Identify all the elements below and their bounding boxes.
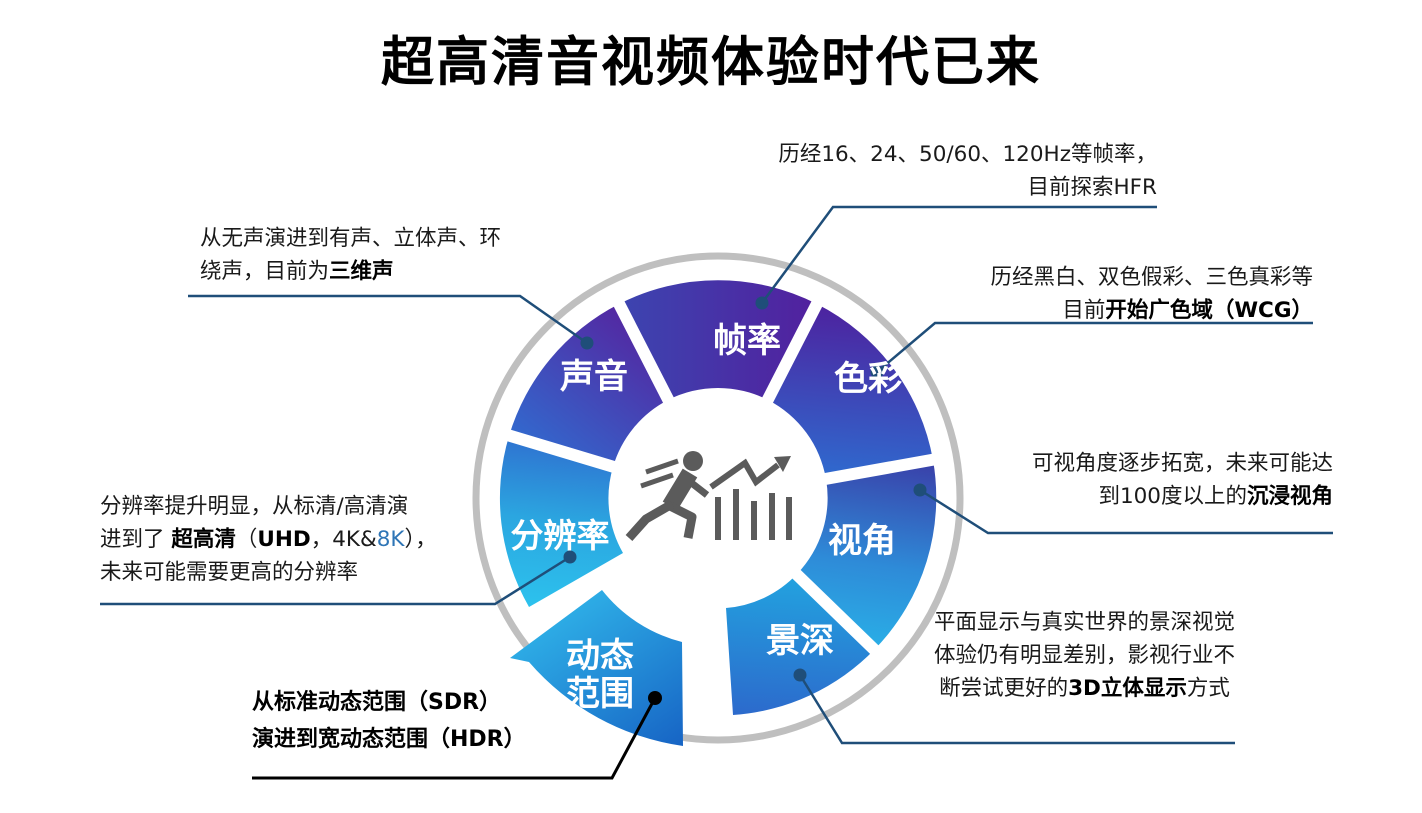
segment-gaps: [492, 287, 950, 666]
runner-front-leg: [667, 501, 697, 539]
bar: [715, 497, 721, 540]
segment-label-sound: 声音: [560, 357, 628, 397]
segment-dynamic-range: [510, 590, 683, 746]
annotation-sound-line2: 绕声，目前为三维声: [200, 255, 501, 288]
segment-depth: [726, 574, 875, 715]
annotation-resolution-line2: 进到了 超高清（UHD，4K&8K），: [100, 523, 437, 556]
runner-torso: [662, 468, 698, 511]
gap-line: [756, 287, 830, 414]
text-part: ），: [404, 527, 437, 552]
annotation-framerate-line2: 目前探索HFR: [1027, 175, 1157, 200]
text-part-bold: 沉浸视角: [1246, 484, 1333, 509]
text-part: 方式: [1186, 676, 1230, 701]
rising-arrow-icon: [709, 458, 780, 490]
annotation-dynamic-range-line1: 从标准动态范围（SDR）: [252, 690, 502, 715]
annotation-depth: 平面显示与真实世界的景深视觉 体验仍有明显差别，影视行业不 断尝试更好的3D立体…: [934, 606, 1235, 705]
annotation-color-line2: 目前开始广色域（WCG）: [990, 294, 1313, 327]
leader-dot-dynamic-range: [648, 691, 662, 705]
annotation-sound-line1: 从无声演进到有声、立体声、环: [200, 226, 502, 251]
bar-chart-icon: [715, 489, 792, 540]
text-part: 到100度以上的: [1098, 484, 1247, 509]
segment-label-framerate: 帧率: [713, 321, 781, 361]
leader-line-dynamic-range: [252, 697, 657, 780]
gap-line: [783, 561, 891, 666]
text-part: 进到了: [100, 527, 172, 552]
leader-line-sound: [188, 294, 588, 345]
gap-line: [606, 287, 680, 414]
runner-head: [683, 451, 703, 471]
segment-label-viewangle: 视角: [828, 521, 896, 561]
runner-arm: [686, 478, 710, 498]
segment-framerate: [619, 280, 817, 400]
annotation-resolution-line1: 分辨率提升明显，从标清/高清演: [100, 494, 409, 519]
leader-line-depth: [798, 674, 1235, 745]
text-part-bold: 超高清: [171, 527, 236, 552]
annotation-depth-line3: 断尝试更好的3D立体显示方式: [934, 672, 1235, 705]
text-part: ，4K&: [310, 527, 377, 552]
speed-line: [645, 458, 679, 475]
annotation-framerate: 历经16、24、50/60、120Hz等帧率， 目前探索HFR: [778, 138, 1157, 204]
segment-label-dynamic-range-line1: 动态: [566, 636, 634, 676]
leader-dot-depth: [793, 668, 807, 682]
leader-line-framerate: [760, 205, 1157, 304]
annotation-color-line1: 历经黑白、双色假彩、三色真彩等: [990, 265, 1313, 290]
annotation-resolution-line3: 未来可能需要更高的分辨率: [100, 560, 359, 585]
speed-line: [640, 472, 674, 489]
text-part: 目前: [1062, 298, 1106, 323]
annotation-depth-line1: 平面显示与真实世界的景深视觉: [933, 610, 1235, 635]
text-part: 断尝试更好的: [939, 676, 1069, 701]
annotation-viewangle-line2: 到100度以上的沉浸视角: [1032, 480, 1333, 513]
bar: [751, 501, 757, 540]
outer-ring: [472, 252, 964, 744]
text-part-bold: 开始广色域（WCG）: [1105, 298, 1313, 323]
leader-lines: [100, 205, 1333, 745]
gap-line: [812, 451, 950, 487]
segment-color: [768, 304, 933, 479]
annotation-dynamic-range: 从标准动态范围（SDR） 演进到宽动态范围（HDR）: [252, 684, 526, 758]
annotation-color: 历经黑白、双色假彩、三色真彩等 目前开始广色域（WCG）: [990, 261, 1313, 327]
segment-label-resolution: 分辨率: [511, 516, 610, 555]
leader-dot-sound: [580, 336, 594, 350]
text-part-bold: 三维声: [329, 259, 394, 284]
segment-label-depth: 景深: [766, 621, 834, 661]
runner-icon: [625, 451, 710, 542]
leader-line-viewangle: [919, 488, 1333, 535]
bar: [769, 493, 775, 540]
text-part-8k: 8K: [376, 527, 405, 552]
annotation-viewangle: 可视角度逐步拓宽，未来可能达 到100度以上的沉浸视角: [1032, 447, 1333, 513]
annotation-depth-line2: 体验仍有明显差别，影视行业不: [933, 643, 1235, 668]
leader-line-color: [876, 321, 1313, 373]
runner-with-rising-bar-chart-icon: [625, 451, 792, 542]
text-part: 绕声，目前为: [200, 259, 330, 284]
bar: [733, 489, 739, 540]
runner-back-leg: [625, 500, 675, 542]
text-part-bold: UHD: [257, 527, 311, 552]
annotation-framerate-line1: 历经16、24、50/60、120Hz等帧率，: [778, 142, 1157, 167]
text-part: （: [235, 527, 258, 552]
bar: [786, 497, 792, 540]
arrow-head: [774, 456, 791, 472]
leader-dot-framerate: [755, 296, 769, 310]
leader-line-resolution: [100, 555, 571, 606]
leader-dots: [563, 296, 927, 682]
leader-dot-viewangle: [913, 483, 927, 497]
segment-label-color: 色彩: [834, 359, 902, 399]
leader-dot-color: [870, 365, 884, 379]
segment-resolution: [499, 436, 623, 607]
gap-line: [492, 425, 626, 476]
page-title: 超高清音视频体验时代已来: [381, 32, 1041, 93]
text-part-bold: 3D立体显示: [1068, 676, 1187, 701]
annotation-sound: 从无声演进到有声、立体声、环 绕声，目前为三维声: [200, 222, 501, 288]
annotation-dynamic-range-line2: 演进到宽动态范围（HDR）: [252, 727, 526, 752]
annotation-viewangle-line1: 可视角度逐步拓宽，未来可能达: [1031, 451, 1333, 476]
leader-dot-resolution: [563, 550, 577, 564]
segment-label-dynamic-range-line2: 范围: [566, 674, 634, 714]
annotation-resolution: 分辨率提升明显，从标清/高清演 进到了 超高清（UHD，4K&8K）， 未来可能…: [100, 490, 437, 589]
segment-sound: [509, 304, 668, 467]
